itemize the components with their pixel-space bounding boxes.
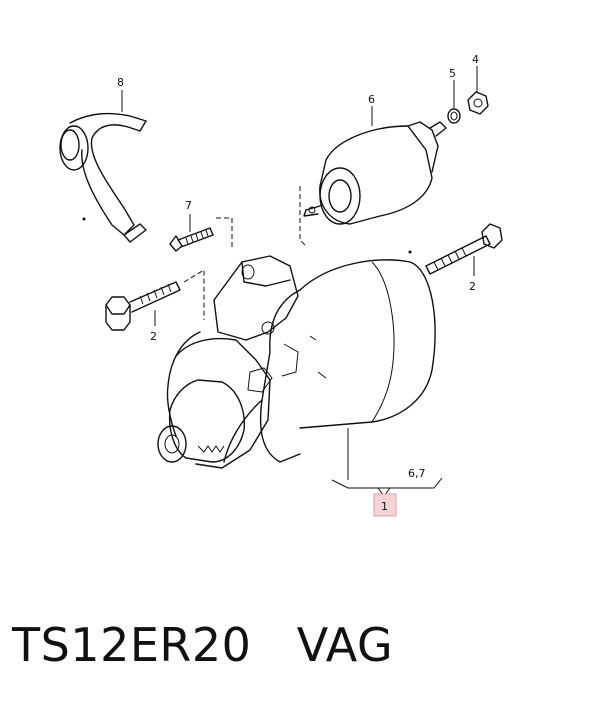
- brand-name: VAG: [296, 618, 394, 672]
- bolt-right-part-2: [425, 223, 503, 276]
- caption-separator: [251, 618, 296, 672]
- kit-bracket: [331, 477, 443, 489]
- part-caption: TS12ER20 VAG: [12, 618, 393, 672]
- leader-solenoid: [299, 186, 307, 247]
- exploded-parts-diagram: 8 7 2 6 5 4: [59, 53, 503, 517]
- starter-motor-part-1: [157, 255, 436, 480]
- leader-bolt-left: [183, 269, 205, 320]
- callout-1: 1: [381, 500, 388, 513]
- washer-part-5: [447, 80, 461, 124]
- callout-6: 6: [368, 93, 375, 106]
- callout-1-highlight: [373, 493, 397, 517]
- dot-marker-2: [408, 250, 412, 254]
- nut-part-4: [467, 66, 489, 115]
- bracket-part-8: [59, 90, 147, 243]
- dot-marker: [82, 217, 86, 221]
- screw-part-7: [169, 214, 214, 252]
- part-number: TS12ER20: [12, 618, 252, 672]
- callout-2-right: 2: [469, 280, 476, 293]
- callout-2-left: 2: [150, 330, 157, 343]
- callout-7: 7: [185, 199, 192, 212]
- solenoid-part-6: [303, 106, 447, 225]
- callout-5: 5: [449, 67, 456, 80]
- leader-screw: [216, 217, 233, 250]
- callout-8: 8: [117, 76, 124, 89]
- bolt-left-part-2: [105, 281, 181, 331]
- callout-4: 4: [472, 53, 479, 66]
- callout-6-7: 6,7: [408, 467, 426, 480]
